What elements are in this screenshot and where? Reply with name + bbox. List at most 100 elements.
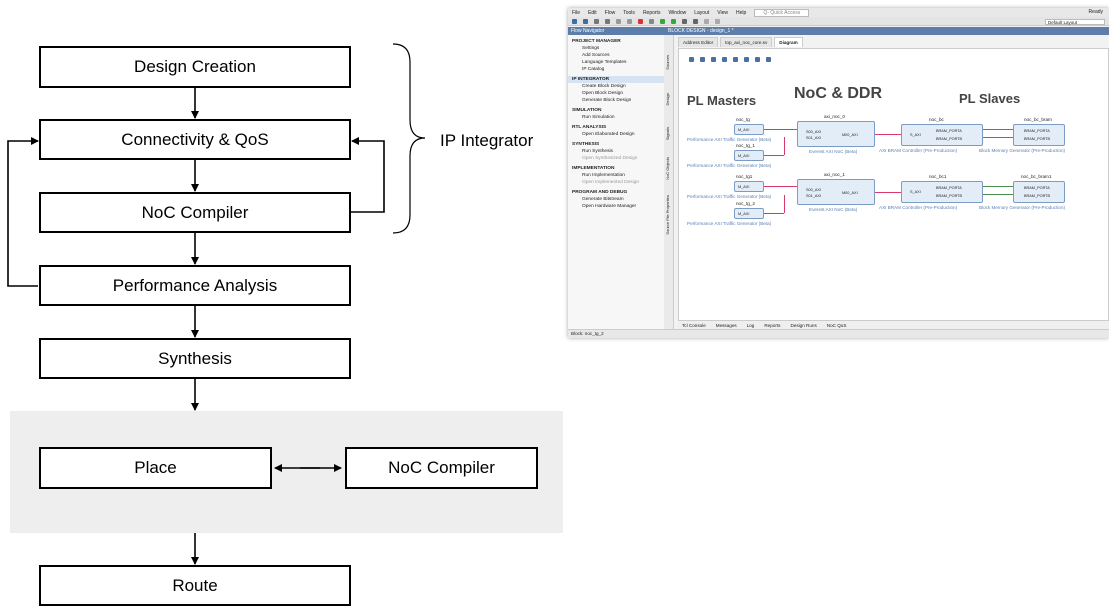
undo-icon[interactable] <box>594 18 599 24</box>
tab-address-editor[interactable]: Address Editor <box>678 37 719 47</box>
bottom-tab-tcl-console[interactable]: Tcl Console <box>682 323 706 328</box>
menu-view[interactable]: View <box>717 9 729 16</box>
nav-generate-block-design[interactable]: Generate Block Design <box>582 98 632 103</box>
nav-language-templates[interactable]: Language Templates <box>582 60 627 65</box>
axi-noc-1-block[interactable]: S00_AXI S01_AXI M00_AXI <box>797 179 875 205</box>
noc-tg-name: noc_tg <box>736 117 750 122</box>
noc-bc-bram-name: noc_bc_bram <box>1024 117 1052 122</box>
search-icon[interactable] <box>722 57 727 62</box>
gear-icon[interactable] <box>682 18 687 24</box>
axi-noc-0-name: axi_noc_0 <box>824 114 845 119</box>
nav-rtl-analysis[interactable]: RTL ANALYSIS <box>572 125 607 130</box>
nav-synthesis[interactable]: SYNTHESIS <box>572 142 600 147</box>
nav-open-implemented-design[interactable]: Open Implemented Design <box>582 180 640 185</box>
refresh-icon[interactable] <box>755 57 760 62</box>
nav-program-debug[interactable]: PROGRAM AND DEBUG <box>572 190 628 195</box>
paste-icon[interactable] <box>627 18 632 24</box>
noc-bc-bram1-desc: Block Memory Generator (Pre-Production) <box>979 205 1066 210</box>
side-tab-signals[interactable]: Signals <box>665 127 670 141</box>
redo-icon[interactable] <box>605 18 610 24</box>
noc-tg1-desc: Performance AXI Traffic Generator (Beta) <box>687 194 772 199</box>
menu-file[interactable]: File <box>572 9 581 16</box>
nav-run-implementation[interactable]: Run Implementation <box>582 173 625 178</box>
menu-reports[interactable]: Reports <box>642 9 661 16</box>
nav-simulation[interactable]: SIMULATION <box>572 108 602 113</box>
nav-open-block-design[interactable]: Open Block Design <box>582 91 624 96</box>
menu-layout[interactable]: Layout <box>694 9 710 16</box>
bottom-tab-noc-qos[interactable]: NoC QoS <box>826 323 847 328</box>
noc-ddr-label: NoC & DDR <box>794 85 882 102</box>
side-tab-noc-objects[interactable]: NoC Objects <box>665 157 670 180</box>
ip-integrator-annotation: IP Integrator <box>440 131 534 150</box>
wire-tg-noc1-a <box>764 186 797 187</box>
validate-icon[interactable] <box>766 57 771 62</box>
quick-access-input[interactable]: Q- Quick Access <box>754 8 810 17</box>
wire-tg1-noc0-c <box>784 137 785 155</box>
open-icon[interactable] <box>572 18 577 24</box>
nav-open-elaborated-design[interactable]: Open Elaborated Design <box>582 132 635 137</box>
settings-icon[interactable] <box>649 18 654 24</box>
sum-icon[interactable] <box>693 18 698 24</box>
nav-project-manager[interactable]: PROJECT MANAGER <box>572 39 621 44</box>
side-tab-sources[interactable]: Sources <box>665 55 670 70</box>
bottom-tab-design-runs[interactable]: Design Runs <box>790 323 817 328</box>
bottom-tab-log[interactable]: Log <box>746 323 755 328</box>
menu-flow[interactable]: Flow <box>604 9 616 16</box>
noc-bc1-desc: AXI BRAM Controller (Pre-Production) <box>879 205 958 210</box>
run-icon[interactable] <box>660 18 665 24</box>
menu-tools[interactable]: Tools <box>623 9 635 16</box>
nav-run-simulation[interactable]: Run Simulation <box>582 115 615 120</box>
noc-tg1-block[interactable]: M_AXI <box>734 181 764 192</box>
fit-icon[interactable] <box>711 57 716 62</box>
nav-create-block-design[interactable]: Create Block Design <box>582 84 626 89</box>
synthesis-box: Synthesis <box>39 338 351 379</box>
noc-bc-bram1-block[interactable]: BRAM_PORTA BRAM_PORTB <box>1013 181 1065 203</box>
nav-ip-integrator[interactable]: IP INTEGRATOR <box>568 76 664 83</box>
side-tab-design[interactable]: Design <box>665 93 670 106</box>
add-ip-icon[interactable] <box>733 57 738 62</box>
noc-bc-block[interactable]: S_AXI BRAM_PORTA BRAM_PORTB <box>901 124 983 146</box>
step-icon[interactable] <box>671 18 676 24</box>
wire-bc-bram-a <box>983 129 1013 130</box>
wrench-icon[interactable] <box>744 57 749 62</box>
noc-tg-2-block[interactable]: M_AXI <box>734 208 764 219</box>
delete-icon[interactable] <box>638 18 643 24</box>
diagram-canvas[interactable]: PL Masters NoC & DDR PL Slaves noc_tg M_… <box>678 48 1109 322</box>
layout-select[interactable]: Default Layout <box>1045 19 1105 25</box>
save-icon[interactable] <box>583 18 588 24</box>
close-icon[interactable] <box>704 18 709 24</box>
noc-bc1-block[interactable]: S_AXI BRAM_PORTA BRAM_PORTB <box>901 181 983 203</box>
menu-edit[interactable]: Edit <box>588 9 597 16</box>
bottom-tab-messages[interactable]: Messages <box>715 323 737 328</box>
menu-help[interactable]: Help <box>736 9 747 16</box>
noc-tg-1-block[interactable]: M_AXI <box>734 150 764 161</box>
noc-tg-block[interactable]: M_AXI <box>734 124 764 135</box>
menu-window[interactable]: Window <box>668 9 687 16</box>
canvas-toolbar <box>683 55 1108 64</box>
zoom-in-icon[interactable] <box>689 57 694 62</box>
nav-open-hardware-manager[interactable]: Open Hardware Manager <box>582 204 637 209</box>
nav-add-sources[interactable]: Add Sources <box>582 53 610 58</box>
nav-generate-bitstream[interactable]: Generate Bitstream <box>582 197 624 202</box>
tool-icon[interactable] <box>715 18 720 24</box>
axi-noc-0-block[interactable]: S00_AXI S01_AXI M00_AXI <box>797 121 875 147</box>
status-bar: Block: noc_tg_2 <box>568 329 1109 338</box>
tab-source-file[interactable]: top_axi_noc_core.sv <box>720 37 773 47</box>
nav-open-synthesized-design[interactable]: Open Synthesized Design <box>582 156 638 161</box>
feedback-perf-to-connectivity <box>7 137 39 287</box>
noc-bc-bram-block[interactable]: BRAM_PORTA BRAM_PORTB <box>1013 124 1065 146</box>
wire-bc1-bram1-b <box>983 194 1013 195</box>
noc-bc1-name: noc_bc1 <box>929 174 947 179</box>
zoom-out-icon[interactable] <box>700 57 705 62</box>
nav-settings[interactable]: Settings <box>582 46 600 51</box>
nav-ip-catalog[interactable]: IP Catalog <box>582 67 605 72</box>
tab-diagram[interactable]: Diagram <box>774 37 803 47</box>
noc-tg-2-name: noc_tg_2 <box>736 201 755 206</box>
bottom-tab-reports[interactable]: Reports <box>764 323 781 328</box>
feedback-noc-to-connectivity <box>351 137 385 213</box>
design-creation-label: Design Creation <box>134 57 256 76</box>
nav-run-synthesis[interactable]: Run Synthesis <box>582 149 613 154</box>
nav-implementation[interactable]: IMPLEMENTATION <box>572 166 615 171</box>
side-tab-source-properties[interactable]: Source File Properties <box>665 195 670 235</box>
copy-icon[interactable] <box>616 18 621 24</box>
